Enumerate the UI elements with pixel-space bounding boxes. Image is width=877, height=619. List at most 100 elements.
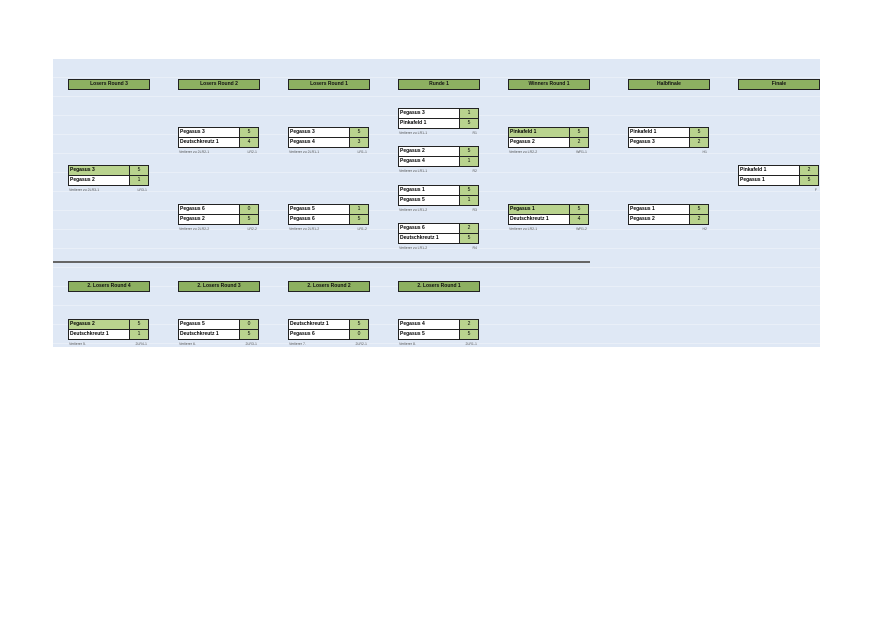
player-score[interactable]: 5 (350, 128, 368, 137)
player-score[interactable]: 1 (460, 196, 478, 205)
player-name: Pegasus 6 (399, 224, 460, 233)
player-score[interactable]: 1 (130, 330, 148, 339)
player-score[interactable]: 4 (240, 138, 258, 147)
player-score[interactable]: 5 (570, 128, 588, 137)
player-score[interactable]: 2 (460, 320, 478, 329)
player-name: Pegasus 5 (399, 330, 460, 339)
player-score[interactable]: 5 (350, 215, 368, 224)
player-name: Pegasus 1 (399, 186, 460, 195)
player-score[interactable]: 5 (240, 215, 258, 224)
player-score[interactable]: 1 (460, 157, 478, 166)
match-code: R3 (472, 208, 477, 212)
player-score[interactable]: 3 (350, 138, 368, 147)
player-name: Pegasus 5 (179, 320, 240, 329)
match-code: LR1-1 (357, 150, 367, 154)
player-score[interactable]: 5 (350, 320, 368, 329)
match-code: LR2-2 (247, 227, 257, 231)
player-name: Pegasus 3 (399, 109, 460, 118)
player-score[interactable]: 5 (130, 166, 148, 175)
player-score[interactable]: 5 (240, 128, 258, 137)
player-name: Pegasus 2 (69, 176, 130, 185)
player-name: Deutschkreutz 1 (509, 215, 570, 224)
player-score[interactable]: 5 (570, 205, 588, 214)
loser-note: Verlierer zu LR1-2 (399, 246, 428, 250)
player-score[interactable]: 0 (350, 330, 368, 339)
round-header: 2. Losers Round 2 (288, 281, 370, 292)
player-name: Pegasus 2 (629, 215, 690, 224)
player-score[interactable]: 2 (690, 215, 708, 224)
player-score[interactable]: 5 (130, 320, 148, 329)
round-header: Losers Round 2 (178, 79, 260, 90)
player-score[interactable]: 5 (460, 234, 478, 243)
match-code: 2LR3-1 (245, 342, 257, 346)
player-score[interactable]: 0 (240, 320, 258, 329)
player-score[interactable]: 5 (460, 119, 478, 128)
player-score[interactable]: 5 (690, 128, 708, 137)
player-score[interactable]: 5 (460, 330, 478, 339)
player-score[interactable]: 0 (240, 205, 258, 214)
player-score[interactable]: 5 (800, 176, 818, 185)
player-name: Deutschkreutz 1 (289, 320, 350, 329)
match-code: LR2-1 (247, 150, 257, 154)
player-score[interactable]: 1 (350, 205, 368, 214)
player-name: Pegasus 4 (399, 157, 460, 166)
player-score[interactable]: 2 (460, 224, 478, 233)
player-score[interactable]: 5 (460, 147, 478, 156)
player-score[interactable]: 2 (570, 138, 588, 147)
player-score[interactable]: 1 (460, 109, 478, 118)
player-score[interactable]: 2 (690, 138, 708, 147)
player-score[interactable]: 2 (800, 166, 818, 175)
player-name: Pegasus 2 (69, 320, 130, 329)
player-score[interactable]: 1 (130, 176, 148, 185)
round-header: Winners Round 1 (508, 79, 590, 90)
player-score[interactable]: 5 (460, 186, 478, 195)
player-name: Pegasus 2 (399, 147, 460, 156)
player-score[interactable]: 5 (240, 330, 258, 339)
round-header: Halbfinale (628, 79, 710, 90)
player-name: Pinkafeld 1 (399, 119, 460, 128)
player-score[interactable]: 4 (570, 215, 588, 224)
player-score[interactable]: 5 (690, 205, 708, 214)
